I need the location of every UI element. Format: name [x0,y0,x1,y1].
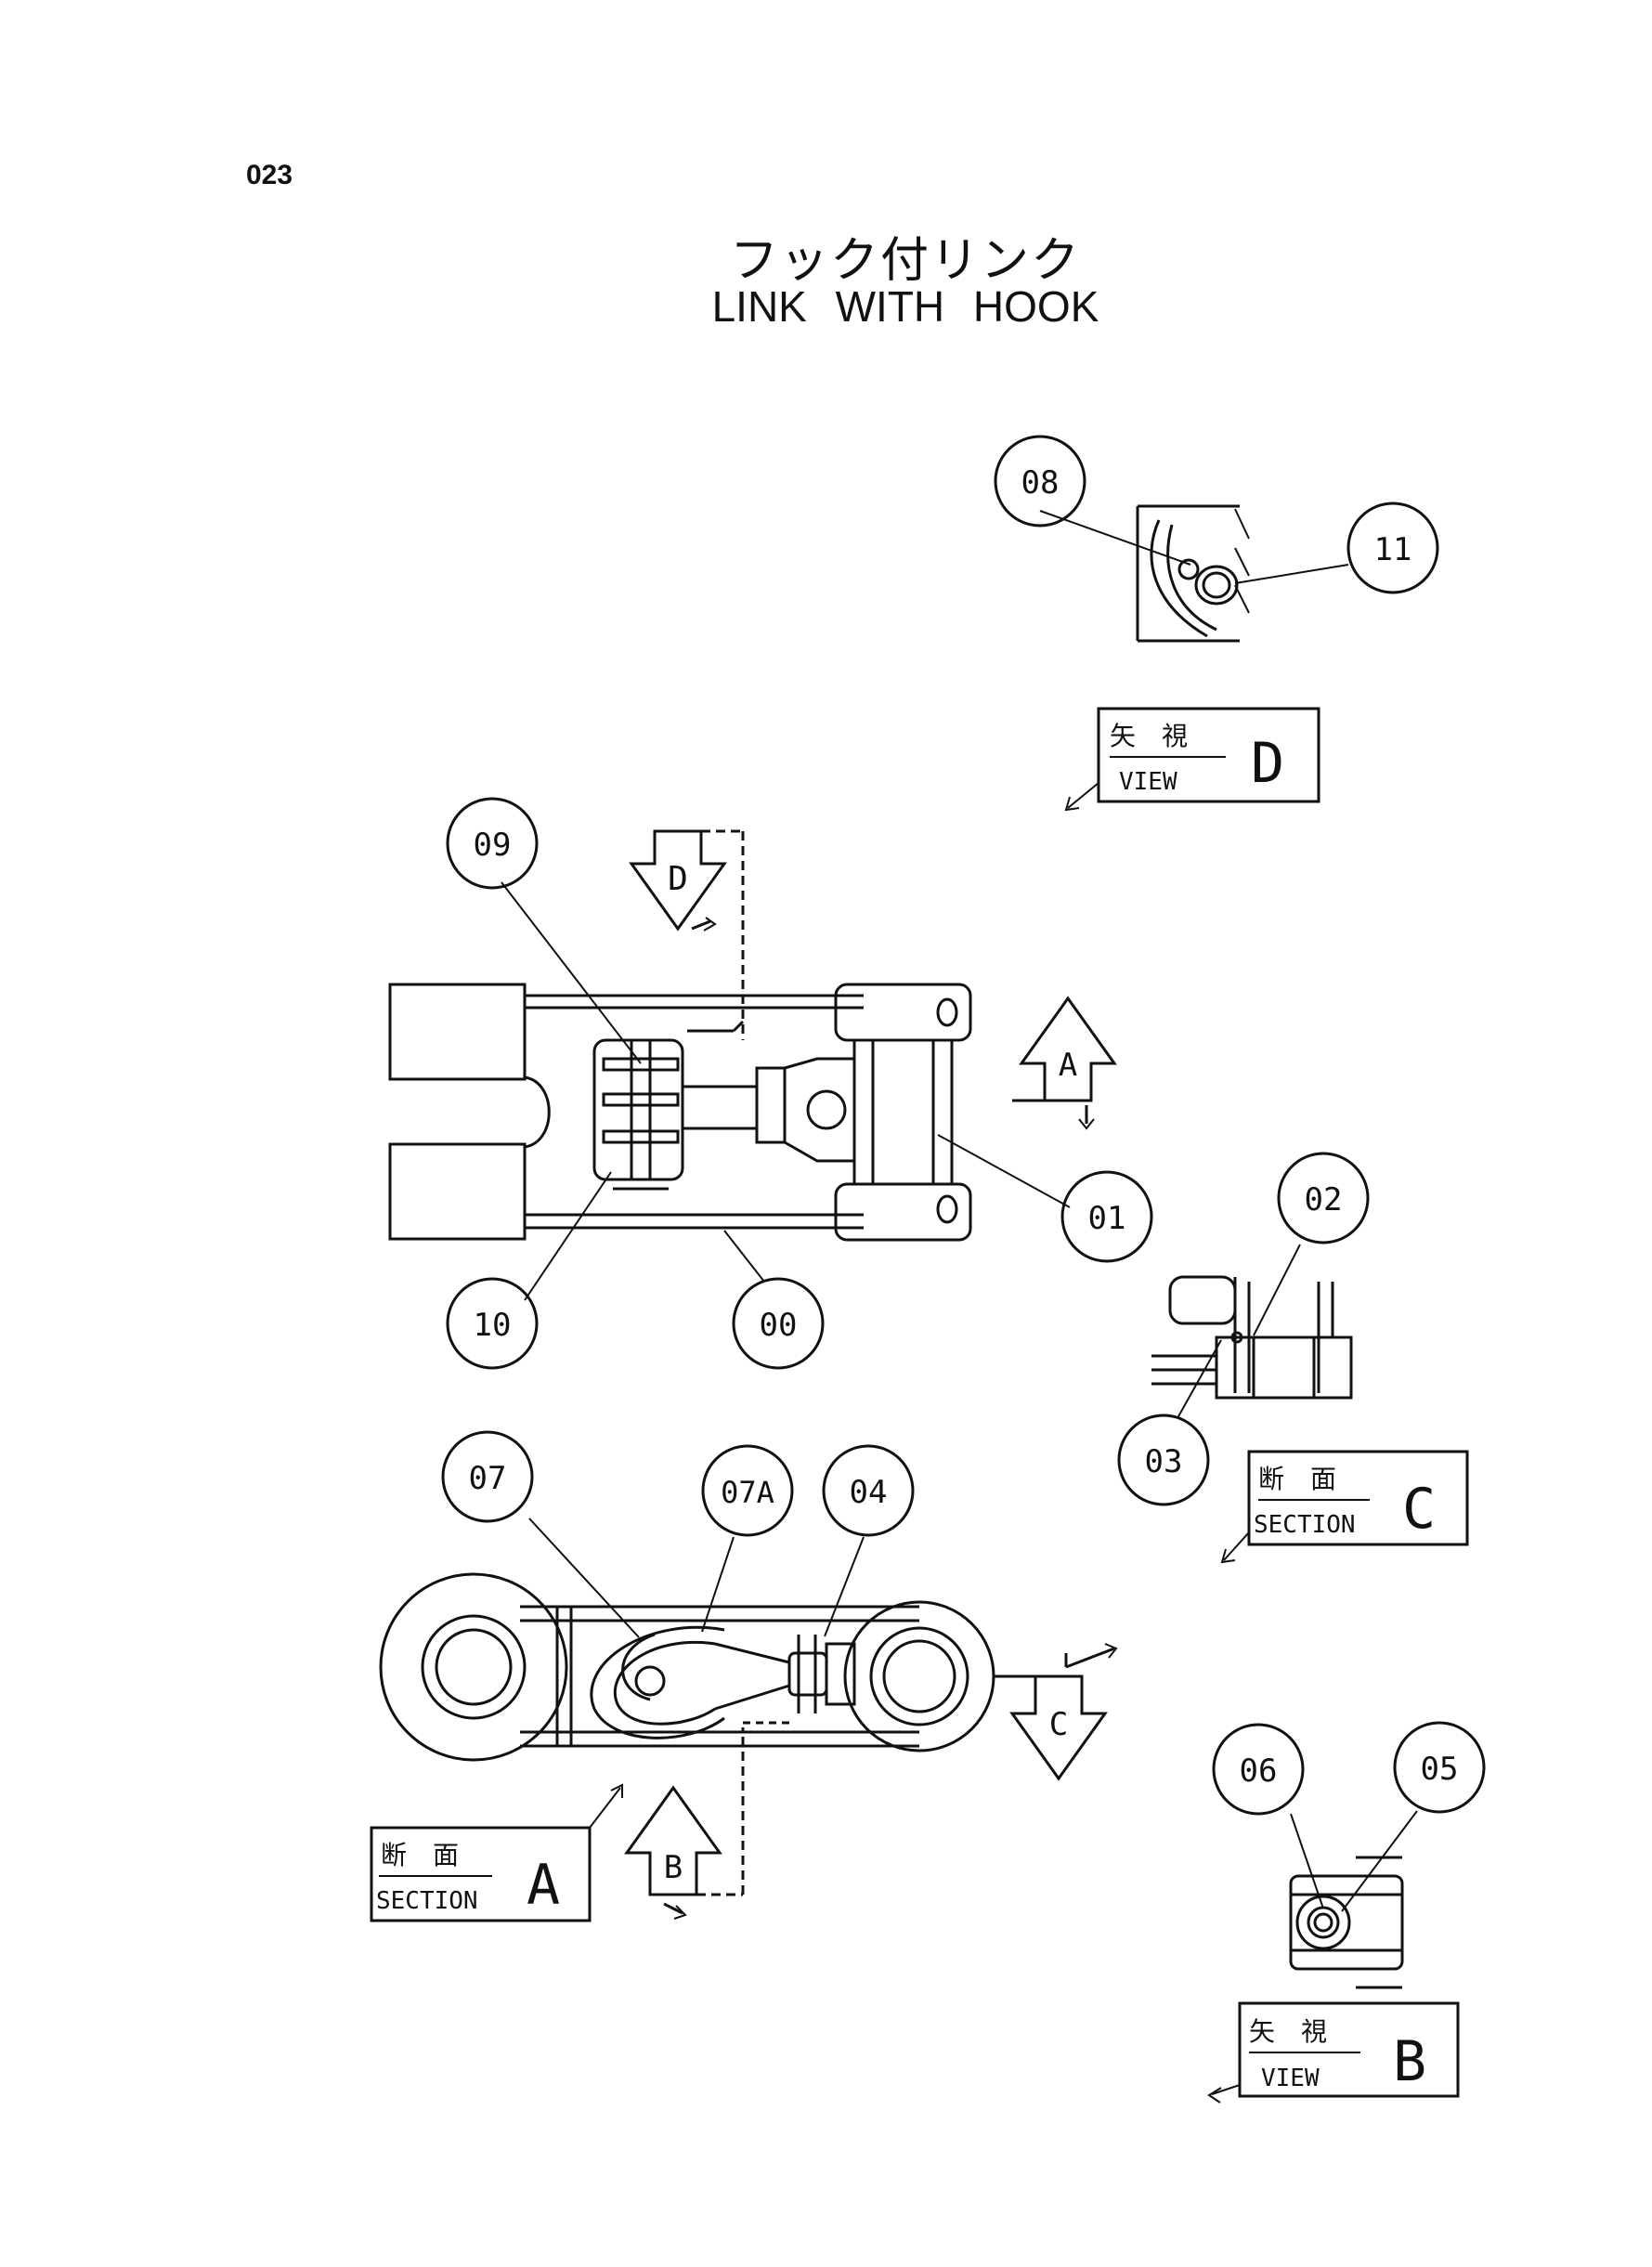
arrow-d-letter: D [668,860,688,898]
view-b-letter: B [1393,2029,1426,2094]
view-arrow-d: D [629,829,745,1040]
callout-06: 06 [1212,1723,1305,1816]
svg-text:07: 07 [469,1460,507,1497]
section-c-jp: 断 面 [1258,1464,1336,1494]
callout-07a: 07A [701,1444,794,1537]
callout-05: 05 [1393,1721,1486,1814]
view-label-d: 矢 視 VIEW D [1064,707,1320,812]
callout-04: 04 [822,1444,915,1537]
callout-08: 09 [446,797,539,890]
view-label-b: 矢 視 VIEW B [1207,2001,1460,2104]
section-c-letter: C [1402,1477,1436,1542]
svg-text:11: 11 [1374,531,1412,568]
view-b-en: VIEW [1261,2065,1320,2092]
title-english: LINK WITH HOOK [711,282,1099,331]
top-view-assembly [388,983,972,1242]
callout-07: 07 [441,1430,534,1523]
title-japanese: フック付リンク [729,233,1081,289]
svg-text:00: 00 [760,1307,798,1344]
section-c-detail [1151,1275,1353,1400]
svg-text:05: 05 [1421,1751,1459,1788]
svg-text:02: 02 [1305,1181,1343,1218]
callout-10: 10 [446,1277,539,1370]
section-a-en: SECTION [376,1887,478,1915]
view-d-jp: 矢 視 [1110,721,1188,751]
arrow-c-letter: C [1049,1706,1068,1743]
callout-01: 01 [1060,1170,1153,1263]
callout-bubbles: 08 11 09 01 02 10 00 03 07 07A 04 06 05 [441,435,1486,1816]
svg-text:06: 06 [1240,1752,1278,1790]
view-b-detail [1289,1856,1404,1989]
svg-text:07A: 07A [721,1475,774,1510]
section-label-c: 断 面 SECTION C [1220,1450,1469,1564]
view-b-jp: 矢 視 [1249,2016,1327,2047]
arrow-a-letter: A [1059,1047,1077,1084]
arrow-b-letter: B [664,1849,683,1886]
page-number: 023 [246,160,293,190]
callout-02: 02 [1277,1152,1370,1244]
leader-lines [501,510,1418,1912]
callout-09: 08 [994,435,1086,528]
svg-text:04: 04 [850,1474,888,1511]
callout-11: 11 [1346,502,1439,594]
view-d-en: VIEW [1119,768,1177,796]
svg-text:09: 09 [474,827,512,864]
section-label-a: 断 面 SECTION A [370,1783,623,1922]
view-arrow-a: A [1012,996,1117,1130]
section-a-letter: A [527,1853,560,1918]
view-d-detail [1136,504,1250,643]
section-a-jp: 断 面 [381,1840,459,1870]
view-d-letter: D [1251,731,1284,796]
callout-03: 03 [1117,1414,1210,1506]
side-view-assembly [379,1572,995,1762]
svg-text:01: 01 [1088,1200,1126,1237]
callout-00: 00 [732,1277,825,1370]
svg-text:08: 08 [1021,464,1060,502]
view-arrow-c: C [994,1643,1118,1781]
section-c-en: SECTION [1254,1511,1356,1539]
svg-text:03: 03 [1145,1443,1183,1480]
view-arrow-b: B [624,1727,745,1920]
svg-text:10: 10 [474,1307,512,1344]
